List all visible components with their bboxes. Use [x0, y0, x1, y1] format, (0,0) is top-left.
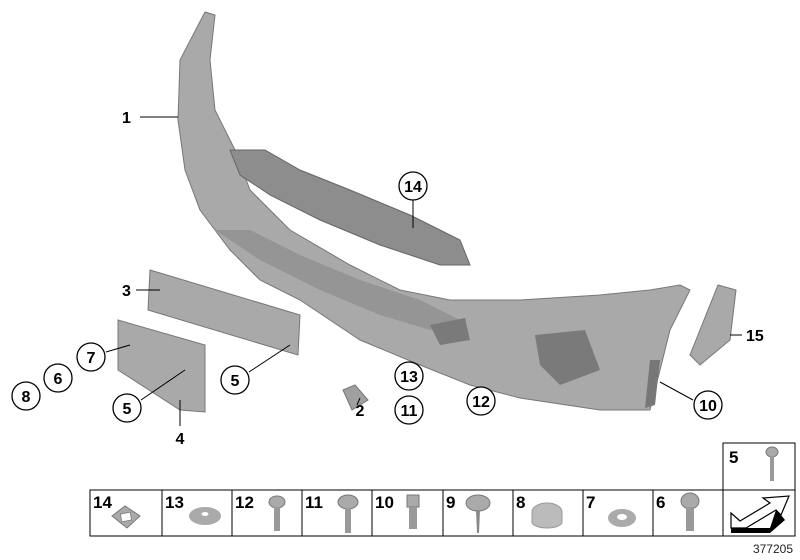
callout-11[interactable]: 11	[394, 395, 424, 425]
callout-6[interactable]: 6	[43, 363, 73, 393]
cap-icon	[531, 502, 563, 529]
strip-cell-11[interactable]: 11	[305, 493, 359, 533]
strip-cell-12[interactable]: 12	[235, 493, 286, 531]
callout-12[interactable]: 12	[466, 386, 496, 416]
svg-text:8: 8	[22, 389, 31, 406]
tow-hook-cover	[342, 384, 369, 411]
side-trim-panel	[689, 284, 737, 366]
svg-text:13: 13	[400, 369, 418, 386]
svg-text:5: 5	[123, 401, 132, 418]
strip-cell-13[interactable]: 13	[165, 493, 221, 525]
svg-text:11: 11	[401, 403, 418, 420]
svg-text:15: 15	[746, 328, 764, 345]
strip-cell-6[interactable]: 6	[656, 492, 700, 531]
svg-text:13: 13	[165, 493, 184, 512]
svg-text:14: 14	[404, 179, 422, 196]
svg-text:10: 10	[375, 493, 394, 512]
top-box-5[interactable]: 5	[729, 446, 779, 481]
callout-2[interactable]: 2	[356, 403, 365, 420]
svg-text:12: 12	[235, 493, 254, 512]
license-plate-holder	[117, 319, 206, 413]
hex-bolt-icon	[406, 494, 420, 529]
strip-cell-7[interactable]: 7	[586, 493, 636, 527]
callout-15[interactable]: 15	[746, 328, 764, 345]
callout-8[interactable]: 8	[11, 381, 41, 411]
svg-text:12: 12	[472, 394, 490, 411]
callout-4[interactable]: 4	[176, 431, 185, 448]
hex-screw-icon	[465, 494, 491, 533]
washer-icon	[189, 507, 221, 525]
front-direction-arrow-icon	[730, 495, 790, 533]
callout-5-right[interactable]: 5	[220, 365, 250, 395]
washer-icon	[608, 509, 636, 527]
bumper-cover	[177, 11, 691, 411]
callout-7[interactable]: 7	[76, 342, 106, 372]
strip-cell-10[interactable]: 10	[375, 493, 420, 529]
svg-text:9: 9	[446, 493, 455, 512]
svg-text:14: 14	[93, 493, 112, 512]
svg-text:8: 8	[516, 493, 525, 512]
screw-icon	[268, 495, 286, 531]
leader-lines	[105, 116, 742, 426]
screw-icon	[337, 494, 359, 533]
callout-13[interactable]: 13	[394, 361, 424, 391]
diagram-code: 377205	[753, 542, 793, 556]
svg-text:3: 3	[122, 283, 131, 300]
svg-text:6: 6	[656, 493, 665, 512]
svg-text:7: 7	[586, 493, 595, 512]
callout-14[interactable]: 14	[398, 171, 428, 201]
svg-text:7: 7	[87, 350, 96, 367]
svg-text:1: 1	[122, 110, 131, 127]
svg-text:4: 4	[176, 431, 185, 448]
svg-text:2: 2	[356, 403, 365, 420]
callout-5-left[interactable]: 5	[112, 393, 142, 423]
svg-text:5: 5	[231, 373, 240, 390]
svg-text:11: 11	[305, 493, 323, 512]
strip-cell-9[interactable]: 9	[446, 493, 491, 533]
parts-strip	[89, 442, 796, 537]
callout-10[interactable]: 10	[693, 390, 723, 420]
strip-cell-14[interactable]: 14	[93, 493, 141, 529]
callout-3[interactable]: 3	[122, 283, 131, 300]
svg-text:5: 5	[729, 448, 738, 467]
license-plate-base	[147, 269, 301, 356]
strip-cell-8[interactable]: 8	[516, 493, 563, 529]
svg-text:10: 10	[699, 398, 717, 415]
callout-1[interactable]: 1	[122, 110, 131, 127]
screw-icon	[680, 492, 700, 531]
svg-text:6: 6	[54, 371, 63, 388]
screw-icon	[765, 446, 779, 481]
